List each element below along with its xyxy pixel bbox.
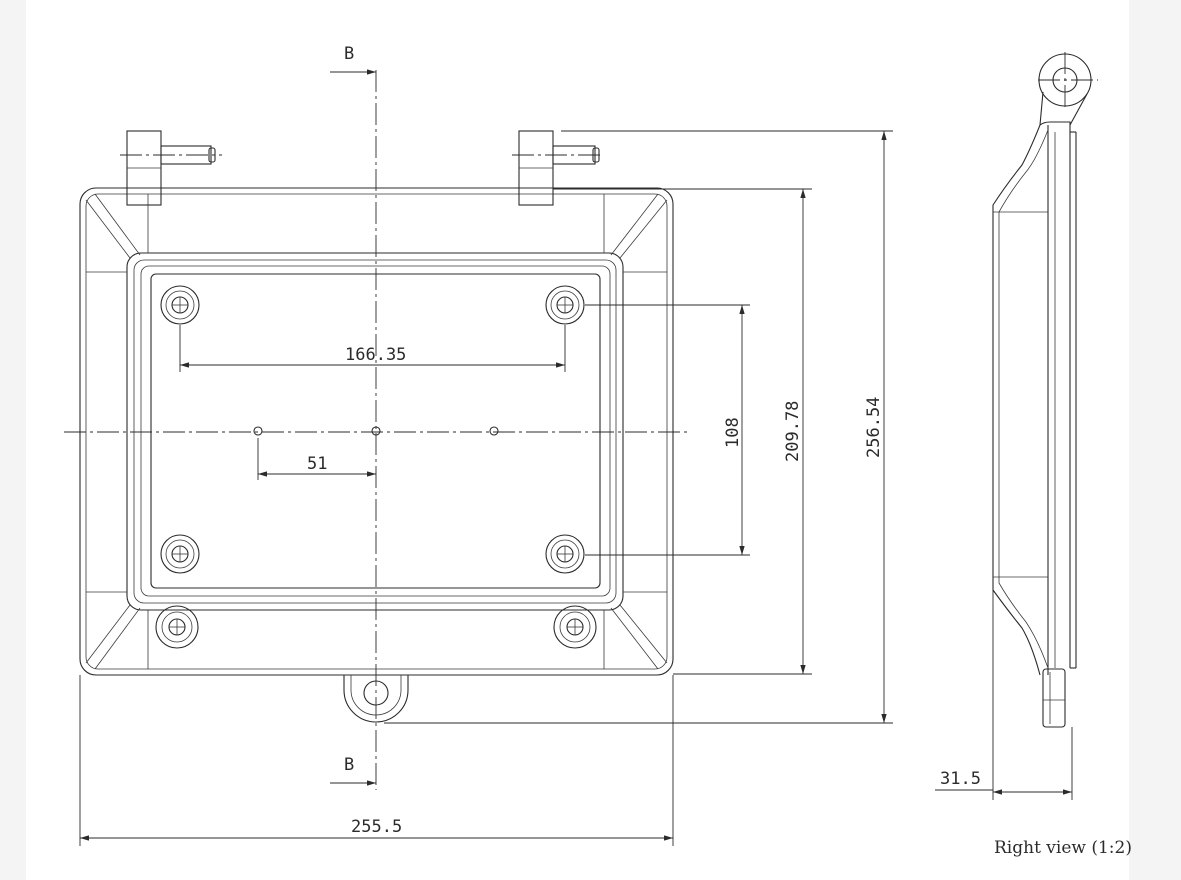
- screw-boss-top-left: [160, 285, 200, 325]
- dim-255-5-label: 255.5: [351, 817, 402, 837]
- dim-108: 108: [585, 304, 750, 556]
- section-label-top: B: [344, 44, 354, 64]
- small-hole-left: [253, 426, 263, 436]
- dim-31-5-label: 31.5: [940, 769, 981, 789]
- dim-209-78: 209.78: [553, 188, 812, 675]
- dim-166-35: 166.35: [179, 325, 566, 372]
- dim-256-54-label: 256.54: [864, 397, 884, 458]
- dim-51: 51: [257, 438, 376, 480]
- outer-body-inner-edge: [85, 193, 668, 670]
- dim-209-78-label: 209.78: [783, 401, 803, 462]
- screw-boss-top-right: [545, 285, 585, 325]
- section-mark-bottom: B: [330, 755, 376, 786]
- outer-body-outline: [79, 187, 674, 676]
- screw-boss-mid-right: [545, 534, 585, 574]
- view-caption: Right view (1:2): [994, 838, 1132, 858]
- inner-panel-outline: [126, 252, 624, 611]
- section-label-bottom: B: [344, 755, 354, 775]
- right-view: 31.5: [935, 52, 1098, 800]
- section-mark-top: B: [330, 44, 376, 75]
- recess-outline: [150, 273, 601, 589]
- screw-boss-mid-left: [160, 534, 200, 574]
- dim-256-54: 256.54: [384, 130, 893, 724]
- hinge-right: [512, 130, 603, 206]
- drawing-sheet: [26, 0, 1129, 880]
- dim-255-5: 255.5: [79, 675, 674, 846]
- small-hole-right: [489, 426, 499, 436]
- hinge-left: [120, 130, 222, 206]
- screw-boss-bottom-left: [155, 605, 199, 649]
- dim-51-label: 51: [307, 454, 327, 474]
- front-view: [64, 70, 690, 790]
- screw-boss-bottom-right: [553, 605, 597, 649]
- dim-108-label: 108: [723, 417, 743, 448]
- dim-166-35-label: 166.35: [345, 345, 406, 365]
